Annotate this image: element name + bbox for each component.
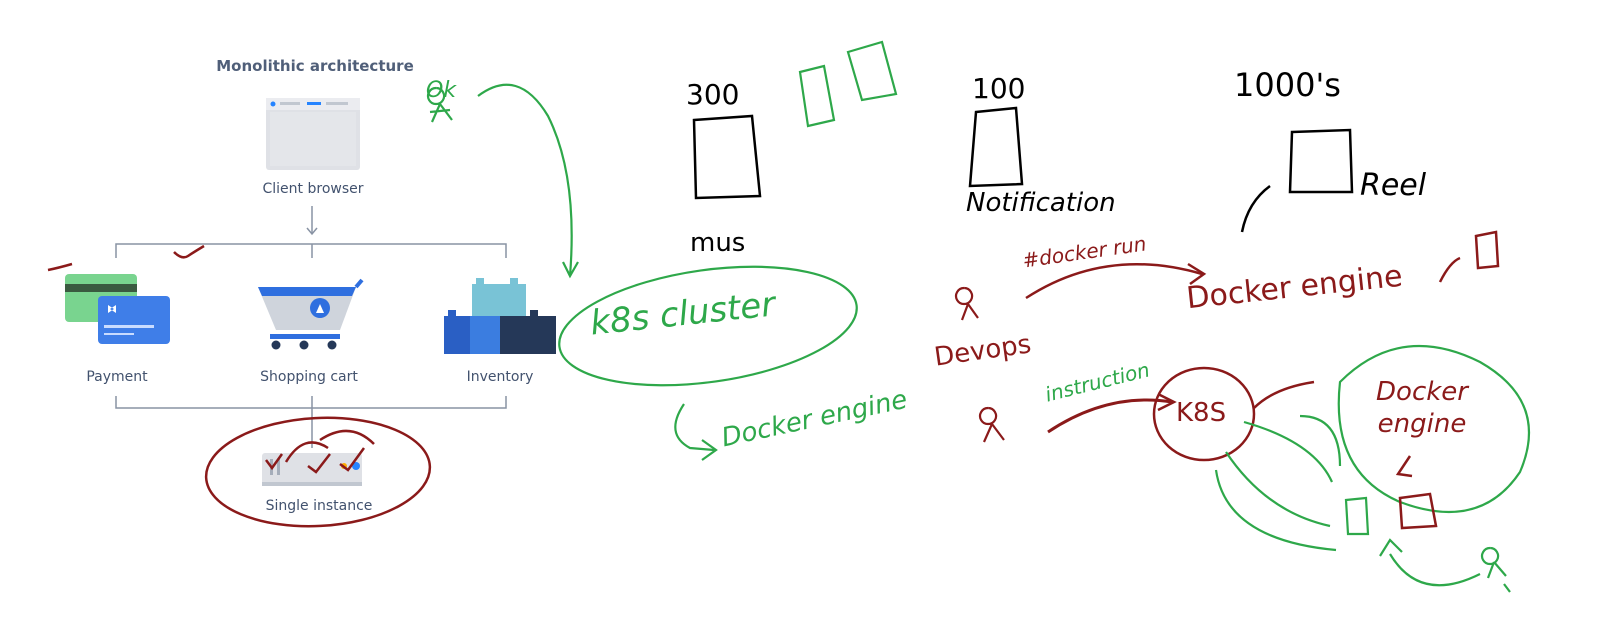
reel-stroke [1240,184,1271,233]
green-boxes [798,40,898,128]
ink-container-maroon [1398,492,1438,530]
ink-arrow-ok [477,83,573,277]
ink-mark-payment [47,262,73,272]
ink-k8s-link [1253,380,1315,409]
hand-notification: Notification [966,188,1116,218]
hand-reel: Reel [1360,168,1427,203]
client-browser-label: Client browser [262,181,364,197]
person-icon-devops [955,286,979,321]
ink-green-flows [1214,414,1342,552]
top-bracket [115,243,507,258]
ink-box-docker-1 [1438,230,1500,283]
shopping-cart-label: Shopping cart [260,369,358,385]
person-icon-instruction [979,406,1005,443]
hand-1000s: 1000's [1234,66,1341,104]
ink-circle-docker-engine [1337,344,1530,514]
ink-arrow-docker-run-head [1187,262,1207,286]
bottom-bracket [115,396,507,409]
ink-arrow-user [1389,553,1481,587]
box-mus [692,114,762,200]
ink-oval-k8s-cluster [558,265,858,387]
ink-arrow-instruction [1047,398,1173,434]
ink-container-green [1344,496,1370,536]
client-arrow-head [306,227,318,236]
payment-cards-icon [65,274,170,344]
inventory-label: Inventory [466,369,534,385]
ink-circle-k8s [1152,366,1256,462]
ink-arrow-ok-head [562,261,579,279]
payment-label: Payment [86,369,148,385]
client-browser-icon [266,98,360,170]
ink-checks-instance [265,429,375,474]
single-instance-label: Single instance [265,498,373,514]
ink-mark-top [173,244,205,259]
inventory-blocks-icon [444,278,556,354]
hand-mus: mus [690,228,746,258]
ink-arrow-docker-run [1025,262,1203,300]
hand-ok: Ok [426,78,457,103]
ink-arrow-user-head [1379,538,1403,557]
ink-arrow-container [1395,455,1413,478]
shopping-cart-icon [258,278,364,350]
box-reel [1288,128,1354,194]
ink-arrow-instruction-head [1157,392,1177,412]
ink-arrow-docker-head [701,439,718,461]
ink-circle-single-instance [204,416,432,528]
hand-docker-engine-3: Docker engine [1376,377,1468,439]
person-icon-ok [427,86,453,123]
ink-arrow-docker [674,403,715,452]
diagram-title: Monolithic architecture [216,57,414,75]
hand-300: 300 [686,78,740,111]
person-icon-user [1481,546,1511,593]
hand-k8s: K8S [1176,398,1227,428]
hand-100: 100 [972,72,1026,105]
box-notification [968,106,1024,188]
